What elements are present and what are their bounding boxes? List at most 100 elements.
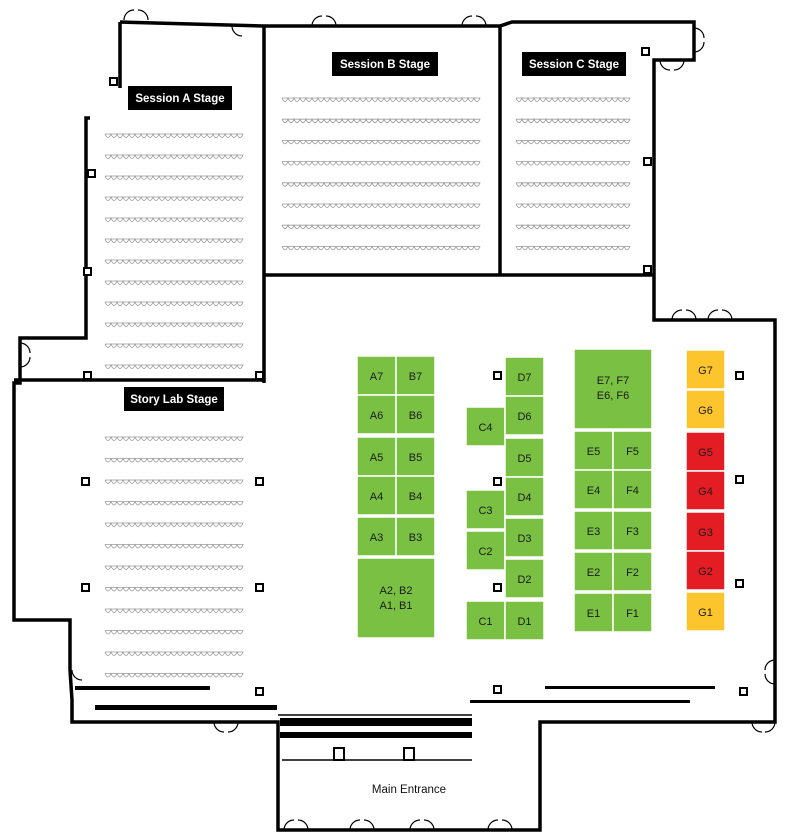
booth-g6[interactable]: G6 — [685, 389, 726, 430]
seat-row — [104, 363, 244, 369]
building-walls — [12, 20, 777, 832]
booth-b6[interactable]: B6 — [395, 394, 436, 435]
door-icon — [19, 342, 31, 368]
door-icon — [693, 27, 705, 53]
booth-e7-f7-e6-f6[interactable]: E7, F7 E6, F6 — [573, 348, 653, 430]
door-icon — [311, 15, 337, 27]
pillar — [109, 77, 118, 86]
stage-label-story-lab[interactable]: Story Lab Stage — [124, 387, 224, 411]
booth-d5[interactable]: D5 — [504, 437, 545, 478]
pillar — [81, 583, 90, 592]
booth-c3[interactable]: C3 — [465, 489, 506, 530]
seat-row — [104, 132, 244, 138]
booth-a7[interactable]: A7 — [356, 355, 397, 396]
booth-f2[interactable]: F2 — [612, 551, 653, 592]
svg-text:C4: C4 — [478, 422, 492, 434]
booth-a6[interactable]: A6 — [356, 394, 397, 435]
door-icon — [751, 721, 776, 733]
booth-fill — [685, 511, 726, 552]
booth-label: G6 — [698, 405, 713, 417]
booth-d2[interactable]: D2 — [504, 558, 545, 599]
booth-g3[interactable]: G3 — [685, 511, 726, 552]
pillar — [735, 579, 744, 588]
booth-c1[interactable]: C1 — [465, 600, 506, 641]
svg-text:D2: D2 — [517, 574, 531, 586]
seat-row — [515, 245, 631, 251]
seat-row — [281, 96, 481, 102]
seat-row — [104, 629, 244, 635]
svg-text:D3: D3 — [517, 533, 531, 545]
seating-session-c — [515, 96, 631, 251]
pillar — [83, 267, 92, 276]
booth-a2-b2-a1-b1[interactable]: A2, B2 A1, B1 — [356, 557, 436, 639]
svg-text:A4: A4 — [370, 491, 383, 503]
seat-row — [104, 321, 244, 327]
door-icon — [283, 819, 513, 831]
seating-session-a — [104, 132, 244, 369]
svg-text:E6, F6: E6, F6 — [597, 390, 629, 402]
booth-d3[interactable]: D3 — [504, 517, 545, 558]
booth-a3[interactable]: A3 — [356, 516, 397, 557]
booth-e1[interactable]: E1 — [573, 592, 614, 633]
booth-fill — [685, 591, 726, 632]
booth-b7[interactable]: B7 — [395, 355, 436, 396]
seating-session-b — [281, 96, 481, 251]
stage-label-session-b[interactable]: Session B Stage — [332, 52, 438, 76]
booth-fill — [685, 470, 726, 511]
stage-title: Session B Stage — [340, 59, 430, 71]
booth-b4[interactable]: B4 — [395, 475, 436, 516]
svg-text:F2: F2 — [626, 567, 639, 579]
pillar — [493, 371, 502, 380]
booth-e4[interactable]: E4 — [573, 469, 614, 510]
seat-row — [515, 96, 631, 102]
svg-text:A3: A3 — [370, 532, 383, 544]
booth-b5[interactable]: B5 — [395, 436, 436, 477]
svg-text:E5: E5 — [587, 446, 600, 458]
booth-group-a-b: A7 B7 A6 B6 A5 B5 A4 B4 A3 B3 A2, B2 A1,… — [356, 355, 436, 639]
pillar — [739, 687, 748, 696]
booth-f3[interactable]: F3 — [612, 510, 653, 551]
booth-c4[interactable]: C4 — [465, 406, 506, 447]
svg-text:F3: F3 — [626, 526, 639, 538]
svg-text:A7: A7 — [370, 371, 383, 383]
booth-e2[interactable]: E2 — [573, 551, 614, 592]
doors — [19, 9, 776, 831]
booth-a5[interactable]: A5 — [356, 436, 397, 477]
stage-title: Story Lab Stage — [130, 394, 218, 406]
booth-g1[interactable]: G1 — [685, 591, 726, 632]
booth-g5[interactable]: G5 — [685, 431, 726, 472]
svg-text:D6: D6 — [517, 411, 531, 423]
booth-e5[interactable]: E5 — [573, 430, 614, 471]
booth-e3[interactable]: E3 — [573, 510, 614, 551]
pillar — [735, 475, 744, 484]
pillar — [83, 371, 92, 380]
seat-row — [281, 139, 481, 145]
booth-g7[interactable]: G7 — [685, 349, 726, 390]
seat-row — [104, 342, 244, 348]
booth-f5[interactable]: F5 — [612, 430, 653, 471]
booth-f4[interactable]: F4 — [612, 469, 653, 510]
stage-label-session-c[interactable]: Session C Stage — [522, 52, 626, 76]
booth-d6[interactable]: D6 — [504, 395, 545, 436]
booth-d7[interactable]: D7 — [504, 356, 545, 397]
seat-row — [104, 258, 244, 264]
booth-f1[interactable]: F1 — [612, 592, 653, 633]
booth-d4[interactable]: D4 — [504, 476, 545, 517]
svg-text:A1, B1: A1, B1 — [379, 600, 412, 612]
stage-label-session-a[interactable]: Session A Stage — [128, 86, 232, 110]
booth-b3[interactable]: B3 — [395, 516, 436, 557]
svg-text:B5: B5 — [409, 452, 422, 464]
pillar — [403, 747, 415, 761]
booth-g4[interactable]: G4 — [685, 470, 726, 511]
svg-text:D5: D5 — [517, 453, 531, 465]
seat-row — [104, 237, 244, 243]
seating-story-lab — [104, 435, 244, 678]
booth-a4[interactable]: A4 — [356, 475, 397, 516]
stage-label-bg — [124, 387, 224, 411]
booth-d1[interactable]: D1 — [504, 600, 545, 641]
booth-c2[interactable]: C2 — [465, 530, 506, 571]
seat-row — [104, 300, 244, 306]
pillar — [81, 477, 90, 486]
booth-g2[interactable]: G2 — [685, 550, 726, 591]
